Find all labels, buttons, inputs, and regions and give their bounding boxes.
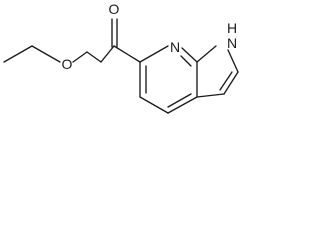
molecule-diagram: N H N O O (3, 1, 239, 114)
bond-ring-inner-c3ac4 (167, 93, 192, 108)
bond-ring-c4-c5 (139, 96, 169, 114)
atom-label-ester-oxygen: O (62, 56, 73, 72)
atom-label-ring-nitrogen: N (170, 39, 180, 55)
atom-label-carbonyl-oxygen: O (109, 1, 120, 17)
bond-pyrrole-c3-c3a (196, 93, 225, 98)
bond-ethyl-ch2-o (31, 45, 61, 63)
bond-ring-c3a-c4 (167, 96, 198, 114)
bond-ring-n7-c7a (181, 47, 198, 63)
bond-pyrrole-inner-c2c3 (219, 71, 233, 91)
bond-ester-o-right (86, 51, 102, 63)
bond-carbonyl-c (100, 45, 115, 63)
bond-ring-inner-n7c7a (180, 55, 192, 67)
structure-canvas: N H N O O (0, 0, 278, 134)
atom-label-nh-hydrogen: H (227, 20, 237, 36)
bond-pyrrole-n1-c2 (227, 49, 239, 73)
bond-ester-o-left (72, 51, 88, 63)
bond-ethyl-ch3 (3, 45, 33, 63)
bond-ring-c6-n7 (139, 45, 169, 63)
bond-carbonyl-ring (113, 45, 141, 63)
atom-label-pyrrole-nitrogen: N (227, 35, 237, 51)
bond-pyrrole-c2-c3 (223, 71, 239, 95)
bond-pyrrole-c7a-n1 (196, 45, 217, 63)
